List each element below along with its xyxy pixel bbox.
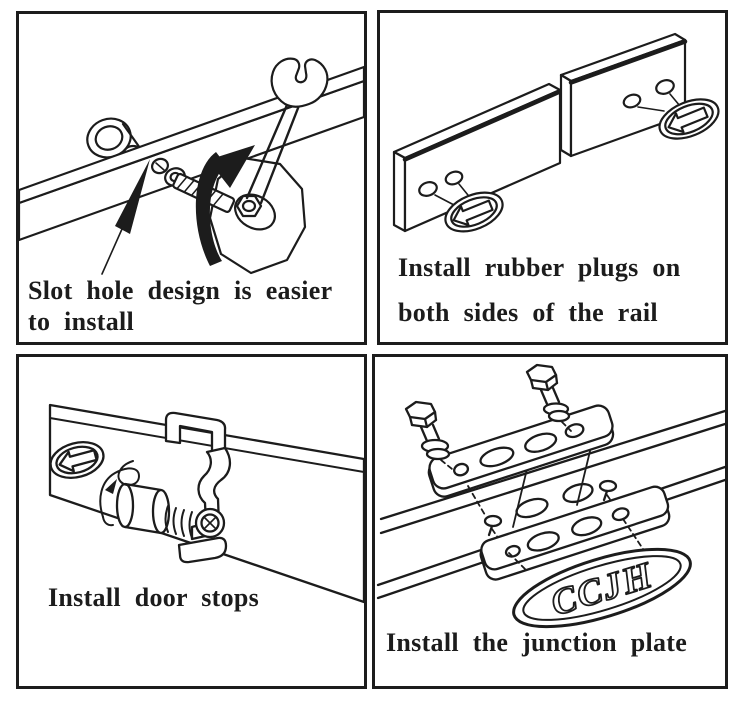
rotation-arrow-icon (195, 145, 255, 266)
rubber-plugs-illustration (380, 13, 725, 342)
door-stops-illustration (19, 357, 364, 686)
door-stop-icon (117, 413, 230, 562)
hex-bolt-left-icon (406, 402, 452, 469)
caption-rubber-plugs-line2: both sides of the rail (398, 298, 658, 327)
spring-wire-icon (100, 461, 139, 525)
wrench-icon (229, 59, 328, 237)
caption-door-stops: Install door stops (48, 583, 260, 612)
slot-hole-illustration (19, 14, 364, 342)
upper-junction-plate-icon (425, 403, 618, 500)
caption-rubber-plugs-line1: Install rubber plugs on (398, 253, 681, 282)
lower-junction-plate-icon (477, 484, 674, 582)
caption-slot-hole-line1: Slot hole design is easier (28, 276, 333, 305)
left-rail-plate-icon (394, 84, 560, 231)
rubber-plug-icon (47, 437, 108, 484)
pointer-arrow-icon (102, 159, 150, 274)
panel-junction-plate: CCJH Install the junction plate (372, 354, 728, 689)
left-rubber-plug-icon (440, 185, 508, 239)
panel-slot-hole: Slot hole design is easier to install (16, 11, 367, 345)
junction-plate-illustration: CCJH (375, 357, 725, 686)
caption-junction-plate: Install the junction plate (386, 628, 688, 657)
caption-slot-hole-line2: to install (28, 307, 135, 336)
rail-icon (19, 67, 364, 240)
hex-bolt-right-icon (527, 365, 571, 431)
right-rubber-plug-icon (654, 92, 724, 147)
panel-rubber-plugs: Install rubber plugs on both sides of th… (377, 10, 728, 345)
flat-screw-icons (468, 481, 618, 545)
panel-door-stops: Install door stops (16, 354, 367, 689)
